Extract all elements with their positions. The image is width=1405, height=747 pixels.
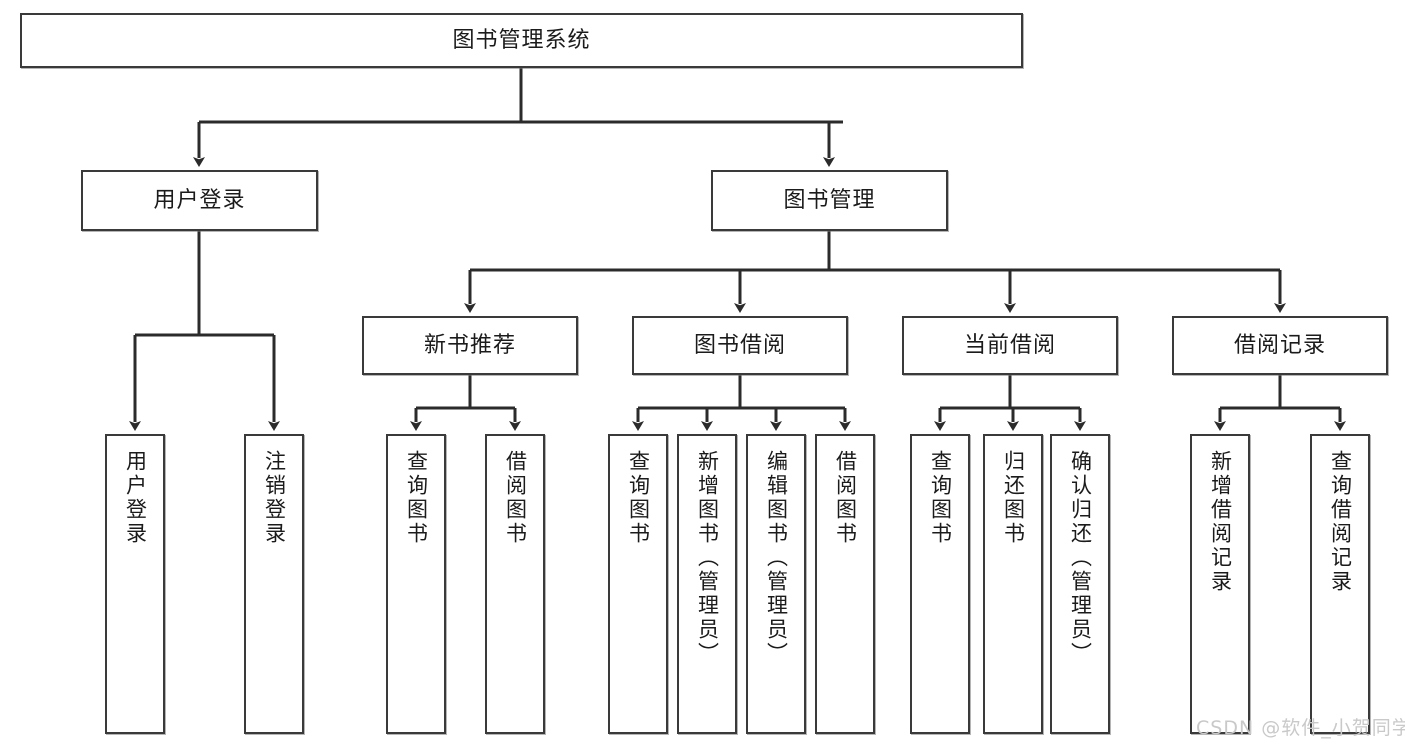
leaf-query-book-new-label: 查询图书: [404, 450, 429, 546]
leaf-confirm-return-admin-label: 确认归还（管理员）: [1068, 450, 1093, 666]
leaf-add-book-admin-label: 新增图书（管理员）: [695, 450, 720, 666]
node-book-borrow-label: 图书借阅: [693, 332, 786, 358]
leaf-logout-label: 注销登录: [262, 450, 287, 546]
leaf-return-book-label: 归还图书: [1001, 450, 1026, 546]
leaf-user-login-label: 用户登录: [123, 450, 148, 546]
node-new-book-recommend-label: 新书推荐: [423, 332, 516, 358]
leaf-query-book[interactable]: 查询图书: [608, 434, 668, 734]
node-root[interactable]: 图书管理系统: [20, 13, 1023, 68]
node-book-management-label: 图书管理: [783, 187, 876, 213]
leaf-add-borrow-record[interactable]: 新增借阅记录: [1190, 434, 1250, 734]
leaf-add-book-admin[interactable]: 新增图书（管理员）: [677, 434, 737, 734]
node-current-borrow-label: 当前借阅: [963, 332, 1056, 358]
node-user-login[interactable]: 用户登录: [81, 170, 318, 231]
leaf-add-borrow-record-label: 新增借阅记录: [1208, 450, 1233, 594]
node-book-borrow[interactable]: 图书借阅: [632, 316, 848, 375]
leaf-query-book-new[interactable]: 查询图书: [386, 434, 446, 734]
leaf-return-book[interactable]: 归还图书: [983, 434, 1043, 734]
node-borrow-record[interactable]: 借阅记录: [1172, 316, 1388, 375]
node-user-login-label: 用户登录: [153, 187, 246, 213]
leaf-query-book-label: 查询图书: [626, 450, 651, 546]
leaf-user-login[interactable]: 用户登录: [105, 434, 165, 734]
leaf-confirm-return-admin[interactable]: 确认归还（管理员）: [1050, 434, 1110, 734]
node-root-label: 图书管理系统: [452, 27, 591, 53]
leaf-borrow-book-new[interactable]: 借阅图书: [485, 434, 545, 734]
node-borrow-record-label: 借阅记录: [1233, 332, 1326, 358]
leaf-borrow-book-label: 借阅图书: [833, 450, 858, 546]
leaf-query-book-current-label: 查询图书: [928, 450, 953, 546]
leaf-borrow-book[interactable]: 借阅图书: [815, 434, 875, 734]
leaf-logout[interactable]: 注销登录: [244, 434, 304, 734]
leaf-borrow-book-new-label: 借阅图书: [503, 450, 528, 546]
leaf-query-borrow-record[interactable]: 查询借阅记录: [1310, 434, 1370, 734]
leaf-query-borrow-record-label: 查询借阅记录: [1328, 450, 1353, 594]
leaf-edit-book-admin-label: 编辑图书（管理员）: [764, 450, 789, 666]
node-new-book-recommend[interactable]: 新书推荐: [362, 316, 578, 375]
leaf-query-book-current[interactable]: 查询图书: [910, 434, 970, 734]
node-book-management[interactable]: 图书管理: [711, 170, 948, 231]
leaf-edit-book-admin[interactable]: 编辑图书（管理员）: [746, 434, 806, 734]
node-current-borrow[interactable]: 当前借阅: [902, 316, 1118, 375]
